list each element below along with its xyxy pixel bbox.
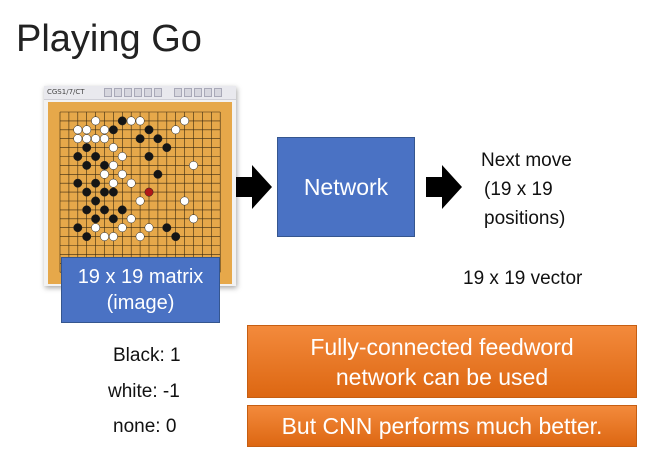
callout-cnn-text: But CNN performs much better. (281, 413, 603, 439)
white-stone (189, 214, 198, 224)
white-stone (180, 196, 190, 206)
white-stone (91, 116, 101, 126)
black-stone (91, 214, 101, 224)
black-stone (117, 205, 127, 215)
black-stone (144, 152, 154, 161)
toolbar-button[interactable] (214, 88, 222, 97)
white-stone (117, 152, 127, 161)
board-toolbar: CGS1/7/CT (44, 86, 236, 100)
black-stone (82, 187, 92, 197)
white-stone (117, 169, 127, 179)
black-stone (162, 223, 172, 233)
black-stone (135, 134, 145, 144)
black-stone (91, 178, 101, 188)
white-stone (73, 125, 83, 135)
black-stone (82, 232, 92, 242)
white-stone (82, 125, 92, 135)
white-stone (135, 232, 145, 242)
black-stone (91, 152, 101, 161)
white-stone (126, 214, 136, 224)
board-toolbar-text: CGS1/7/CT (47, 88, 85, 96)
output-description: Next move (19 x 19 positions) (481, 146, 572, 233)
slide-title: Playing Go (16, 18, 202, 60)
white-stone (117, 223, 127, 233)
white-stone (180, 116, 190, 126)
black-stone (108, 187, 118, 197)
vector-label: 19 x 19 vector (463, 268, 583, 289)
black-stone (108, 214, 118, 224)
encoding-black: Black: 1 (113, 345, 181, 366)
black-stone (73, 152, 83, 161)
go-board-screenshot: CGS1/7/CT (44, 86, 236, 286)
white-stone (108, 160, 118, 170)
white-stone (100, 232, 109, 242)
black-stone (153, 169, 163, 179)
toolbar-button[interactable] (104, 88, 112, 97)
black-stone (73, 178, 83, 188)
cnn-callout: But CNN performs much better. (247, 405, 637, 447)
go-board-grid (48, 102, 232, 284)
toolbar-button[interactable] (144, 88, 152, 97)
black-stone (100, 187, 109, 197)
black-stone (162, 143, 172, 153)
encoding-white: white: -1 (108, 381, 180, 402)
black-stone (117, 116, 127, 126)
callout-fc-line2: network can be used (335, 363, 549, 390)
black-stone (144, 125, 154, 135)
black-stone (82, 205, 92, 215)
white-stone (189, 160, 198, 170)
go-board (48, 102, 232, 284)
toolbar-button[interactable] (194, 88, 202, 97)
last-move-stone (144, 187, 154, 197)
matrix-label-line1: 19 x 19 matrix (77, 266, 204, 288)
white-stone (171, 125, 181, 135)
white-stone (108, 178, 118, 188)
black-stone (91, 196, 101, 206)
black-stone (171, 232, 181, 242)
white-stone (73, 134, 83, 144)
toolbar-button[interactable] (124, 88, 132, 97)
fully-connected-callout: Fully-connected feedword network can be … (247, 325, 637, 398)
black-stone (82, 160, 92, 170)
white-stone (126, 116, 136, 126)
white-stone (100, 134, 109, 144)
black-stone (100, 160, 109, 170)
arrow-right-icon (236, 165, 272, 209)
white-stone (126, 178, 136, 188)
white-stone (91, 223, 101, 233)
arrow-right-icon (426, 165, 462, 209)
black-stone (108, 125, 118, 135)
white-stone (100, 125, 109, 135)
callout-fc-line1: Fully-connected feedword (310, 333, 574, 360)
white-stone (135, 196, 145, 206)
toolbar-button[interactable] (174, 88, 182, 97)
toolbar-button[interactable] (184, 88, 192, 97)
output-line2: (19 x 19 (484, 179, 553, 200)
black-stone (100, 205, 109, 215)
black-stone (153, 134, 163, 144)
white-stone (91, 134, 101, 144)
network-box: Network (277, 137, 415, 237)
black-stone (82, 143, 92, 153)
matrix-label-line2: (image) (106, 292, 175, 314)
output-line3: positions) (484, 208, 566, 229)
black-stone (73, 223, 83, 233)
network-label: Network (303, 173, 389, 200)
white-stone (135, 116, 145, 126)
white-stone (100, 169, 109, 179)
white-stone (108, 143, 118, 153)
toolbar-button[interactable] (114, 88, 122, 97)
toolbar-button[interactable] (134, 88, 142, 97)
white-stone (144, 223, 154, 233)
toolbar-button[interactable] (154, 88, 162, 97)
toolbar-button[interactable] (204, 88, 212, 97)
stones (73, 116, 198, 242)
encoding-none: none: 0 (113, 416, 177, 437)
output-line1: Next move (481, 150, 572, 171)
white-stone (108, 232, 118, 242)
matrix-label-box: 19 x 19 matrix (image) (61, 257, 220, 323)
white-stone (82, 134, 92, 144)
